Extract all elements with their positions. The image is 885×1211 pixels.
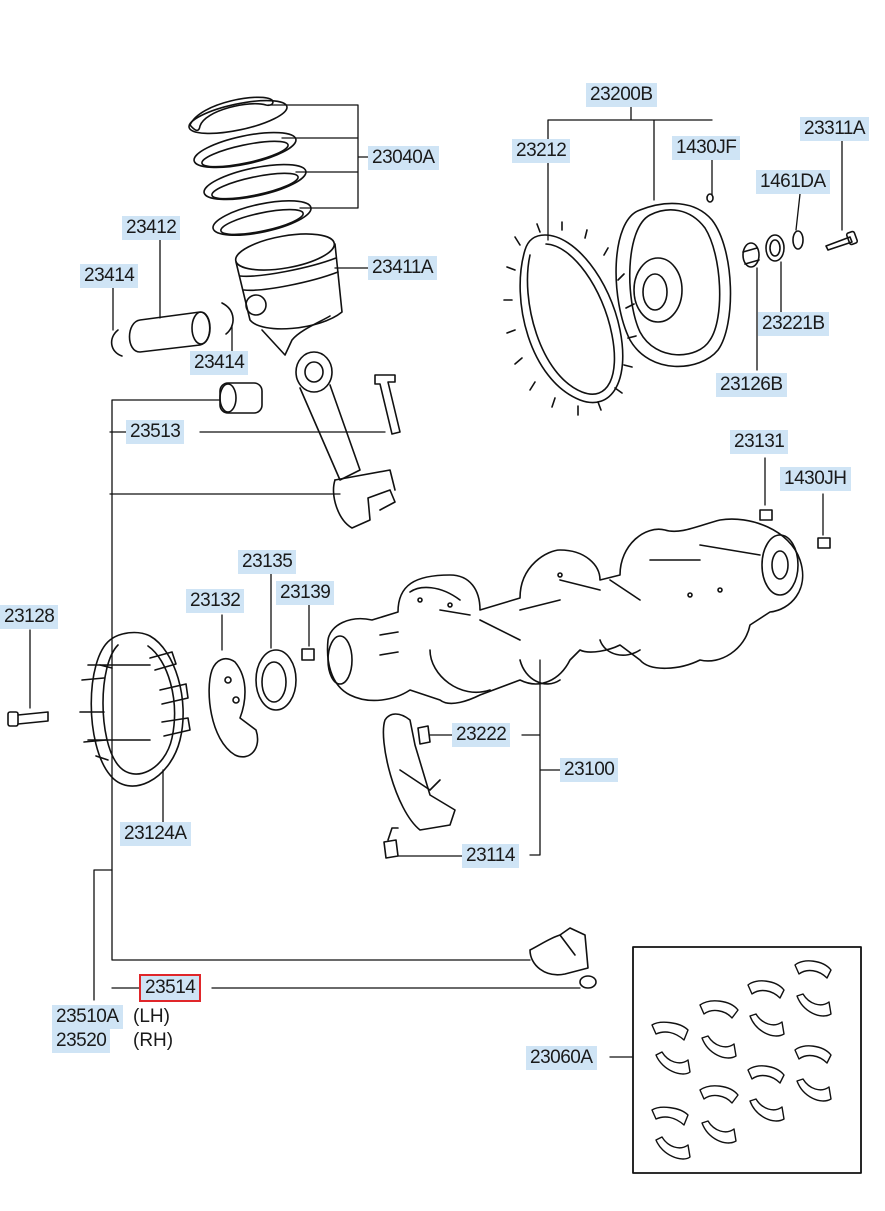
connecting-rod — [220, 352, 400, 528]
callout-1430JH: 1430JH — [780, 467, 851, 491]
callout-23131: 23131 — [730, 430, 789, 454]
callout-1461DA: 1461DA — [756, 170, 830, 194]
reluctor-ring — [504, 222, 636, 415]
callout-23412: 23412 — [122, 216, 181, 240]
callout-1430JF: 1430JF — [672, 136, 741, 160]
crank-pulley — [80, 633, 190, 787]
callout-23411A: 23411A — [368, 256, 438, 280]
piston-rings — [186, 94, 313, 242]
callout-23212: 23212 — [512, 139, 571, 163]
callout-23414-right: 23414 — [190, 351, 249, 375]
callout-23200B: 23200B — [586, 83, 657, 107]
leader-lines — [30, 105, 842, 1057]
callout-23510A: 23510A — [52, 1005, 123, 1029]
drive-plate — [616, 194, 730, 366]
callout-23060A: 23060A — [526, 1046, 597, 1070]
callout-23135: 23135 — [238, 550, 297, 574]
timing-sprocket — [209, 650, 296, 757]
bearing-cap — [530, 928, 596, 988]
callout-23100: 23100 — [560, 758, 619, 782]
callout-23520: 23520 — [52, 1029, 111, 1053]
callout-23514: 23514 — [138, 974, 202, 1002]
piston — [233, 228, 342, 355]
callout-23128: 23128 — [0, 605, 59, 629]
callout-23040A: 23040A — [368, 146, 439, 170]
small-plugs — [302, 510, 830, 744]
callout-23513: 23513 — [126, 420, 185, 444]
callout-23124A: 23124A — [120, 822, 191, 846]
piston-pin — [112, 303, 233, 356]
pulley-bolt — [8, 712, 48, 726]
callout-23221B: 23221B — [758, 312, 829, 336]
bearing-set-box — [633, 947, 861, 1173]
bushing-bolt-group — [743, 231, 858, 267]
callout-23126B: 23126B — [716, 373, 787, 397]
callout-23414-left: 23414 — [80, 264, 139, 288]
callout-23222: 23222 — [452, 723, 511, 747]
callout-23132: 23132 — [186, 589, 245, 613]
callout-23311A: 23311A — [800, 117, 870, 141]
note-rh: (RH) — [133, 1030, 174, 1051]
callout-23114: 23114 — [462, 844, 519, 868]
crankshaft — [328, 519, 803, 703]
callout-23139: 23139 — [276, 581, 335, 605]
note-lh: (LH) — [133, 1006, 170, 1027]
